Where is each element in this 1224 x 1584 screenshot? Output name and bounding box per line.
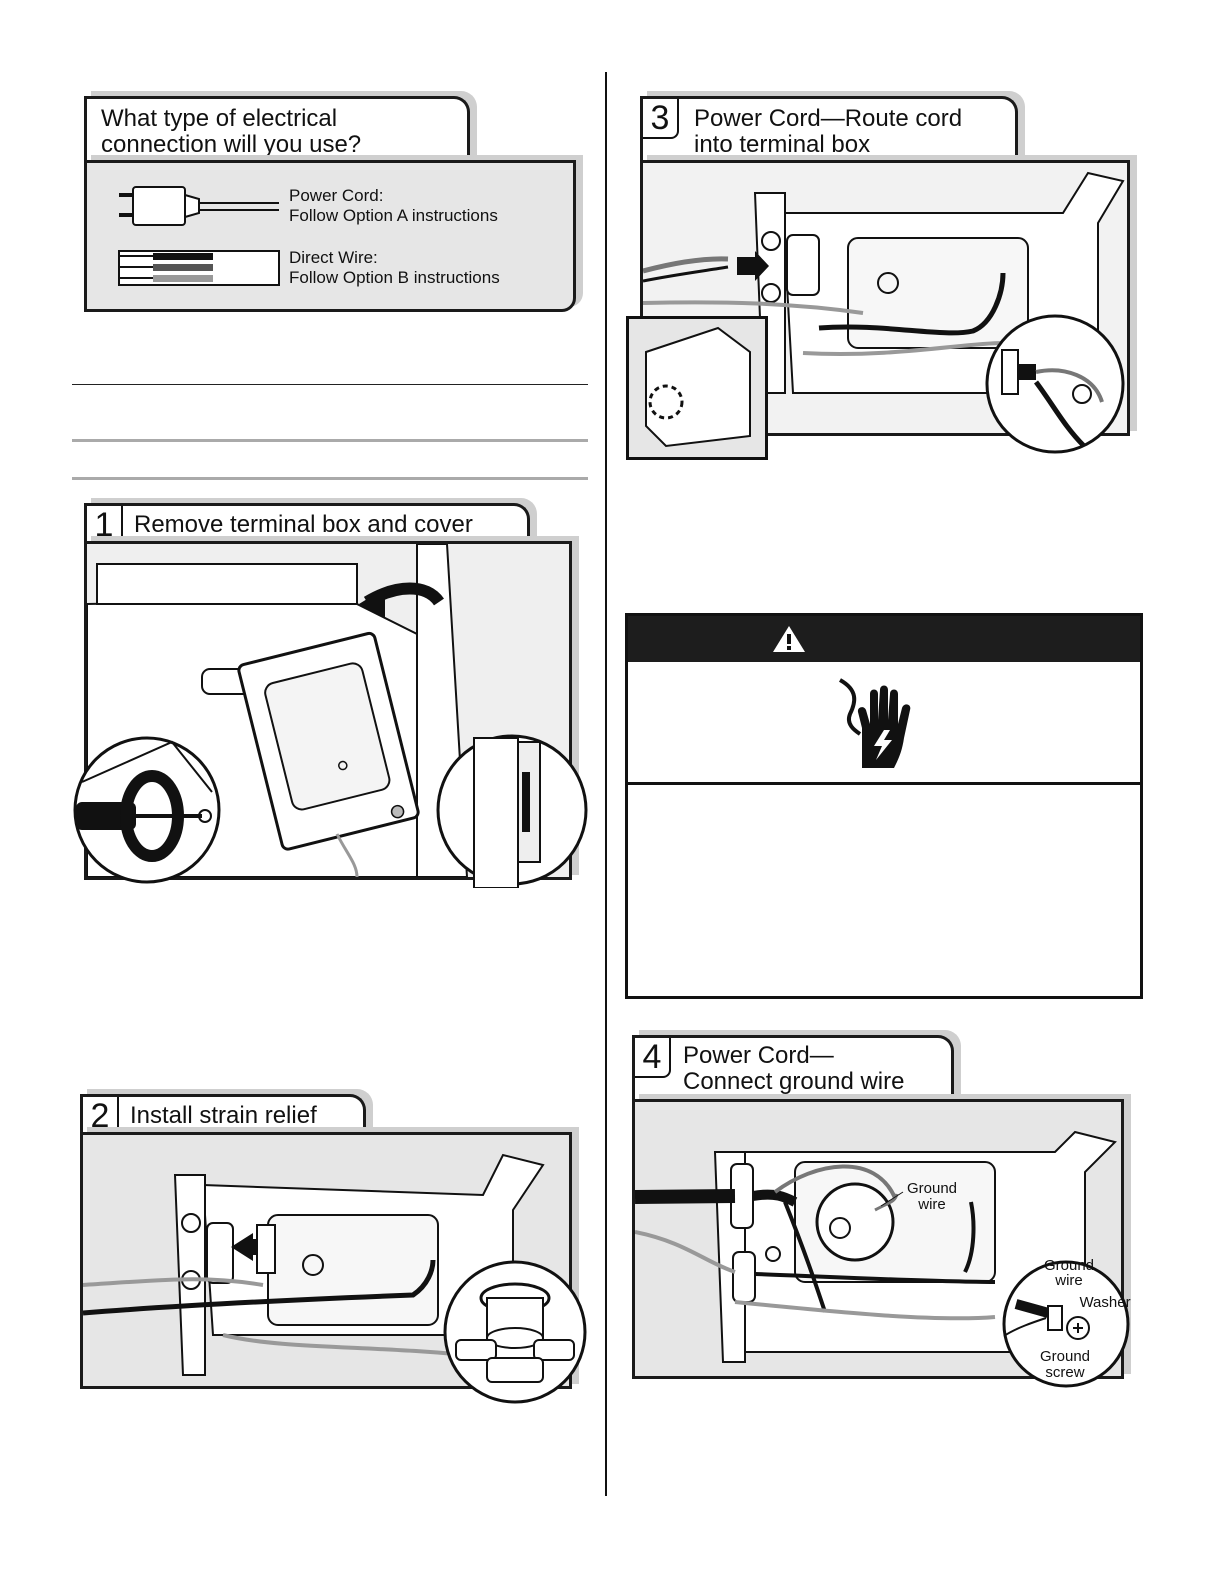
connection-type-tab [84, 96, 470, 165]
ground-screw-callout-line1: Ground [1039, 1348, 1091, 1365]
step-4-illustration [632, 1099, 1124, 1379]
step-4-number: 4 [635, 1038, 671, 1078]
insert-arrow-icon [737, 251, 769, 281]
ground-screw-callout-line2: screw [1045, 1364, 1085, 1381]
terminal-box-inset [626, 316, 768, 460]
ground-wire-detail-inset [985, 314, 1125, 454]
tab-release-inset [436, 734, 588, 888]
step-4-tab [632, 1035, 954, 1104]
column-divider [605, 72, 607, 1496]
step-2-title: Install strain relief [130, 1102, 317, 1129]
step-1-tab [84, 503, 530, 546]
power-cord-label: Power Cord: [289, 186, 384, 205]
inset-ground-wire-callout-line2: wire [1055, 1272, 1083, 1289]
power-cord-plug-icon [119, 186, 279, 226]
step-4-title-line2: Connect ground wire [683, 1068, 905, 1095]
step-3-number: 3 [643, 99, 679, 139]
power-cord-instruction: Follow Option A instructions [289, 206, 498, 225]
plug-and-wires-illustration [118, 186, 280, 286]
connection-type-heading-line2: connection will you use? [101, 131, 362, 158]
ground-wire-callout-line1: Ground [906, 1180, 958, 1197]
direct-wire-icon [118, 250, 280, 286]
step-3-tab [640, 96, 1018, 165]
section-rule [72, 384, 588, 385]
connection-type-panel [84, 160, 576, 312]
screwdriver-inset [73, 736, 221, 884]
washer-callout: Washer [1079, 1294, 1131, 1311]
direct-wire-label: Direct Wire: [289, 248, 378, 267]
step-3-title-line1: Power Cord—Route cord [694, 105, 963, 132]
step-2-number: 2 [83, 1097, 119, 1137]
warning-triangle-icon [773, 626, 805, 652]
direct-wire-instruction: Follow Option B instructions [289, 268, 500, 287]
inset-ground-wire-callout-line1: Ground [1043, 1257, 1095, 1274]
step-1-illustration [84, 541, 572, 880]
step-2-tab [80, 1094, 366, 1137]
step-4-title-line1: Power Cord— [683, 1042, 834, 1069]
section-rule-gray [72, 439, 588, 442]
strain-relief-inset [443, 1260, 587, 1404]
electrical-shock-hand-icon [838, 678, 911, 768]
section-rule-gray [72, 477, 588, 480]
ground-wire-callout-line2: wire [918, 1196, 946, 1213]
warning-separator [628, 782, 1140, 785]
step-1-title: Remove terminal box and cover [134, 511, 473, 538]
connection-type-heading-line1: What type of electrical [101, 105, 338, 132]
rotate-arrow-icon [359, 588, 385, 618]
warning-header-bar [628, 616, 1140, 662]
step-3-title-line2: into terminal box [694, 131, 871, 158]
ground-screw-inset [1002, 1260, 1130, 1388]
step-3-illustration [640, 160, 1130, 436]
warning-box [625, 613, 1143, 999]
step-1-number: 1 [87, 506, 123, 546]
